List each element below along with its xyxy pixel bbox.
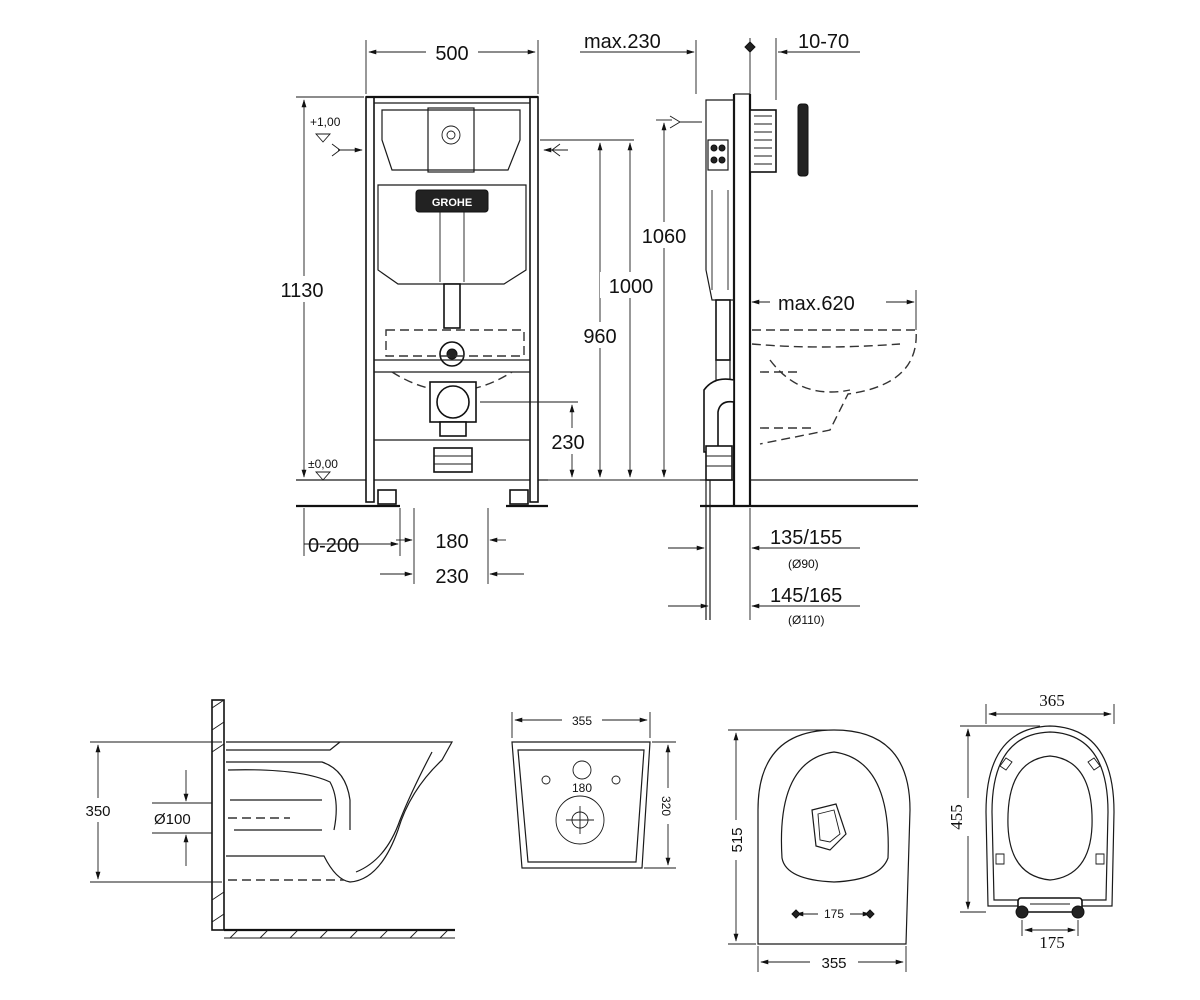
dim-outlet-145-sub: (Ø110) [788, 613, 824, 627]
dim-back-bolt-spacing: 180 [572, 781, 592, 795]
dim-max-230: max.230 [584, 31, 661, 53]
dim-top-length: 515 [729, 827, 746, 852]
frame-side-view: max.230 10-70 max.620 135/155 (Ø90) 145/… [580, 31, 918, 627]
dim-height-230: 230 [551, 432, 584, 454]
dim-bowl-height: 350 [85, 803, 110, 820]
dim-height-1060: 1060 [642, 226, 687, 248]
dim-height-1130: 1130 [280, 280, 323, 302]
dim-seat-width: 365 [1039, 691, 1065, 710]
dim-back-height: 320 [659, 796, 673, 816]
dim-outlet-135-sub: (Ø90) [788, 557, 819, 571]
brand-plate: GROHE [432, 197, 472, 209]
bowl-top-view: 175 515 355 [726, 729, 911, 972]
dim-foot-adjust: 0-200 [308, 535, 359, 557]
seat-top-view: 175 365 455 [947, 690, 1115, 952]
dim-seat-length: 455 [947, 804, 966, 830]
dim-pipe-diameter: Ø100 [154, 811, 191, 828]
level-zero: ±0,00 [308, 457, 338, 471]
dim-outlet-135: 135/155 [770, 527, 842, 549]
level-top: +1,00 [310, 115, 341, 129]
dim-top-bolt-spacing: 175 [824, 907, 844, 921]
dim-back-width: 355 [572, 714, 592, 728]
dim-wall-offset: 10-70 [798, 31, 849, 53]
dim-max-620: max.620 [778, 293, 855, 315]
frame-front-view: GROHE 500 1130 [274, 40, 700, 588]
dim-height-1000: 1000 [609, 276, 654, 298]
bowl-side-view: 350 Ø100 [76, 699, 455, 939]
dim-bolt-spacing: 180 [435, 531, 468, 553]
dim-frame-width: 500 [435, 43, 468, 65]
dim-height-960: 960 [583, 326, 616, 348]
dim-top-width: 355 [821, 955, 846, 972]
dim-seat-hinge-spacing: 175 [1039, 933, 1065, 952]
dim-outlet-width: 230 [435, 566, 468, 588]
dim-outlet-145: 145/165 [770, 585, 842, 607]
bowl-back-view: 180 355 320 [511, 710, 678, 869]
